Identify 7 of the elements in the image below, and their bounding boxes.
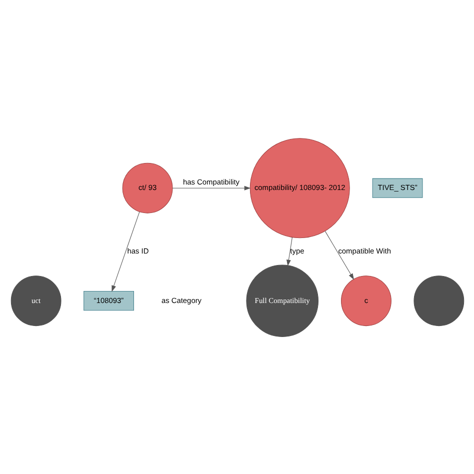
node-circle: Full Compatibility (246, 264, 318, 336)
arrow (172, 185, 250, 190)
arrow (324, 230, 354, 280)
node-circle (413, 275, 464, 326)
node-circle: uct (10, 275, 61, 326)
arrow (111, 211, 140, 292)
arrow (286, 236, 292, 266)
